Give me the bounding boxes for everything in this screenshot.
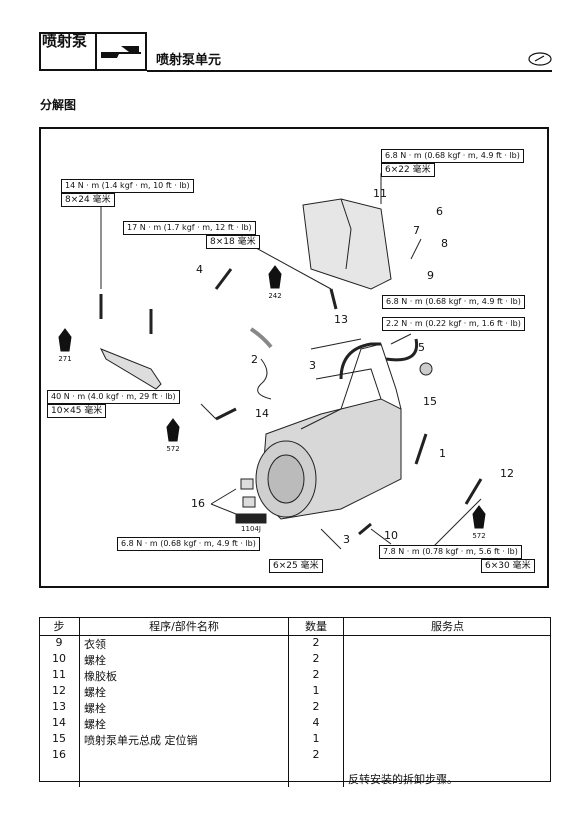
col-step: 步 <box>39 617 80 636</box>
row-service <box>343 668 551 684</box>
callout-13: 13 <box>334 313 348 326</box>
size-spec-14: 10×45 毫米 <box>47 404 107 418</box>
size-spec-3: 6×25 毫米 <box>269 559 323 573</box>
row-step: 15 <box>52 732 66 745</box>
row-service <box>343 635 551 652</box>
callout-1: 1 <box>439 447 446 460</box>
brand-logo-icon <box>528 52 552 66</box>
section-title: 分解图 <box>40 98 77 112</box>
size-spec-6: 6×22 毫米 <box>381 163 435 177</box>
torque-spec-14: 40 N · m (4.0 kgf · m, 29 ft · lb) <box>47 390 180 404</box>
callout-3b: 3 <box>343 533 350 546</box>
row-name: 螺栓 <box>79 700 289 716</box>
size-spec-4: 8×18 毫米 <box>206 235 260 249</box>
table-row: 13 螺栓 2 <box>39 700 551 716</box>
torque-spec-4: 17 N · m (1.7 kgf · m, 12 ft · lb) <box>123 221 256 235</box>
page-title: 喷射泵单元 <box>156 53 222 68</box>
row-qty: 2 <box>288 668 344 684</box>
callout-4: 4 <box>196 263 203 276</box>
table-row: 12 螺栓 1 <box>39 684 551 700</box>
callout-14: 14 <box>255 407 269 420</box>
row-service <box>343 700 551 716</box>
callout-10: 10 <box>384 529 398 542</box>
row-service <box>343 716 551 732</box>
chapter-tab <box>39 32 147 71</box>
chapter-label: 喷射泵 <box>42 32 88 50</box>
table-row: 11 橡胶板 2 <box>39 668 551 684</box>
callout-3a: 3 <box>309 359 316 372</box>
torque-spec-5: 2.2 N · m (0.22 kgf · m, 1.6 ft · lb) <box>382 317 525 331</box>
col-qty: 数量 <box>288 617 344 636</box>
size-spec-left: 8×24 毫米 <box>61 193 115 207</box>
row-step: 10 <box>52 652 66 665</box>
size-spec-12: 6×30 毫米 <box>481 559 535 573</box>
row-service <box>343 732 551 748</box>
callout-5: 5 <box>418 341 425 354</box>
callout-2: 2 <box>251 353 258 366</box>
locktite-label: 271 <box>58 355 72 363</box>
row-name: 螺栓 <box>79 652 289 668</box>
chapter-tab-divider <box>95 32 97 71</box>
row-qty: 4 <box>288 716 344 732</box>
sealant-label: 1104J <box>241 525 261 533</box>
row-step: 13 <box>52 700 66 713</box>
torque-spec-left: 14 N · m (1.4 kgf · m, 10 ft · lb) <box>61 179 194 193</box>
table-row: 反转安装的拆卸步骤。 <box>39 763 551 787</box>
service-note: 反转安装的拆卸步骤。 <box>343 763 551 787</box>
row-step: 11 <box>52 668 66 681</box>
table-header-row: 步 程序/部件名称 数量 服务点 <box>39 617 551 636</box>
callout-12: 12 <box>500 467 514 480</box>
locktite-label: 572 <box>166 445 180 453</box>
row-qty: 1 <box>288 732 344 748</box>
torque-spec-6: 6.8 N · m (0.68 kgf · m, 4.9 ft · lb) <box>381 149 524 163</box>
torque-spec-3: 6.8 N · m (0.68 kgf · m, 4.9 ft · lb) <box>117 537 260 551</box>
locktite-label: 572 <box>472 532 486 540</box>
row-service <box>343 684 551 700</box>
row-name: 螺栓 <box>79 716 289 732</box>
row-step: 14 <box>52 716 66 729</box>
callout-15: 15 <box>423 395 437 408</box>
table-row: 14 螺栓 4 <box>39 716 551 732</box>
row-name: 喷射泵单元总成 定位销 <box>79 732 289 748</box>
col-service: 服务点 <box>343 617 551 636</box>
row-qty: 2 <box>288 635 344 652</box>
row-service <box>343 652 551 668</box>
row-step: 16 <box>52 748 66 761</box>
row-name <box>79 748 289 763</box>
callout-9: 9 <box>427 269 434 282</box>
row-step: 12 <box>52 684 66 697</box>
col-name: 程序/部件名称 <box>79 617 289 636</box>
row-name: 螺栓 <box>79 684 289 700</box>
row-step: 9 <box>55 636 63 649</box>
table-row: 16 2 <box>39 748 551 763</box>
jet-pump-icon <box>101 46 141 58</box>
row-qty: 2 <box>288 652 344 668</box>
row-service <box>343 748 551 763</box>
torque-spec-12: 7.8 N · m (0.78 kgf · m, 5.6 ft · lb) <box>379 545 522 559</box>
locktite-label: 242 <box>268 292 282 300</box>
row-qty: 2 <box>288 748 344 763</box>
exploded-view-diagram: 6.8 N · m (0.68 kgf · m, 4.9 ft · lb) 6×… <box>39 127 549 588</box>
pump-drawing <box>58 173 486 550</box>
row-qty: 2 <box>288 700 344 716</box>
table-row: 15 喷射泵单元总成 定位销 1 <box>39 732 551 748</box>
row-step <box>39 763 80 787</box>
callout-16: 16 <box>191 497 205 510</box>
torque-spec-8: 6.8 N · m (0.68 kgf · m, 4.9 ft · lb) <box>382 295 525 309</box>
table-row: 9 衣领 2 <box>39 635 551 652</box>
callout-11: 11 <box>373 187 387 200</box>
row-qty <box>288 763 344 787</box>
header-rule <box>147 70 552 72</box>
callout-8: 8 <box>441 237 448 250</box>
row-name: 衣领 <box>79 635 289 652</box>
row-name <box>79 763 289 787</box>
callout-7: 7 <box>413 224 420 237</box>
row-name: 橡胶板 <box>79 668 289 684</box>
procedure-table: 步 程序/部件名称 数量 服务点 9 衣领 2 10 螺栓 2 11 橡胶板 2… <box>39 617 551 787</box>
table-row: 10 螺栓 2 <box>39 652 551 668</box>
row-qty: 1 <box>288 684 344 700</box>
callout-6: 6 <box>436 205 443 218</box>
